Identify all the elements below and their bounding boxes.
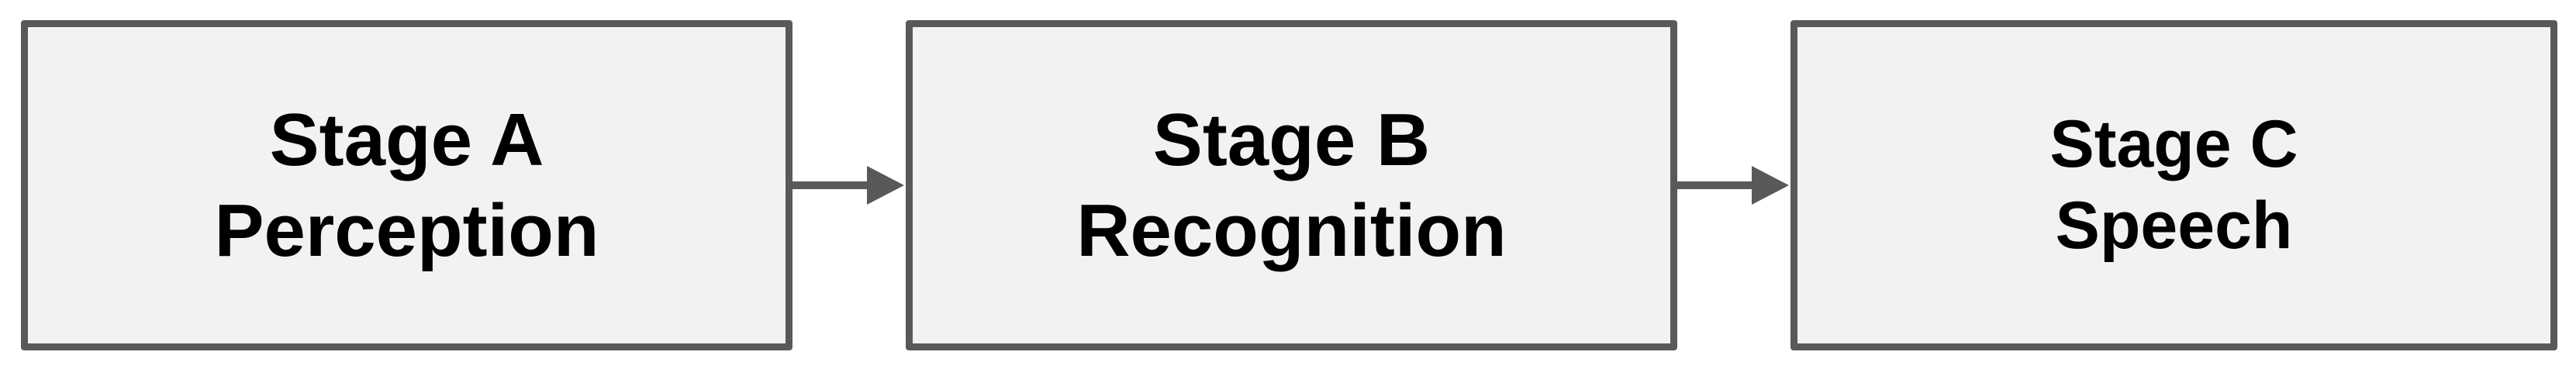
stage-b-label: Recognition (1076, 189, 1507, 272)
stage-c-box: Stage C Speech (1790, 20, 2557, 350)
stage-c-label: Speech (2055, 188, 2293, 263)
arrow-b-to-c (1677, 166, 1789, 205)
stage-a-label: Perception (214, 189, 599, 272)
stage-a-box: Stage A Perception (21, 20, 792, 350)
stage-c-title: Stage C (2049, 107, 2298, 182)
arrow-a-to-b (792, 166, 904, 205)
stage-b-title: Stage B (1152, 98, 1431, 181)
stage-b-box: Stage B Recognition (906, 20, 1677, 350)
stage-a-title: Stage A (269, 98, 544, 181)
